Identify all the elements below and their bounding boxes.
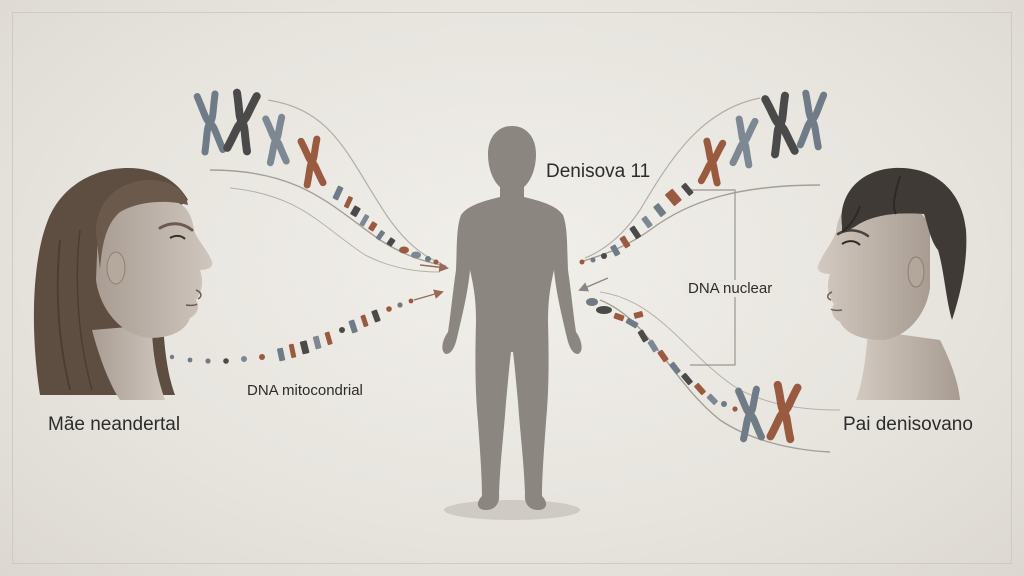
father-gene-blocks-lower (586, 298, 738, 412)
mother-chromosomes (193, 88, 327, 189)
nuclear-bracket (690, 189, 736, 366)
mito-gene-blocks (277, 298, 414, 362)
chromosome-icon (297, 135, 327, 189)
mother-nuclear-flow (209, 99, 449, 273)
mother-gene-blocks (332, 185, 439, 265)
father-gene-blocks-upper (579, 182, 694, 265)
father-label: Pai denisovano (843, 414, 973, 435)
father-chromosomes (697, 89, 828, 444)
chromosome-icon (735, 385, 765, 443)
mito-dots (169, 354, 265, 364)
chromosome-icon (729, 115, 759, 169)
child-silhouette (442, 126, 582, 510)
father-nuclear-flow (578, 97, 841, 453)
child-shadow (444, 500, 580, 520)
chromosome-icon (796, 89, 828, 151)
chromosome-icon (766, 380, 802, 444)
child-figure (442, 126, 582, 520)
nuclear-dna-label: DNA nuclear (684, 280, 777, 297)
chromosome-icon (761, 91, 799, 159)
chromosome-icon (223, 88, 261, 156)
mito-dna-label: DNA mitocondrial (247, 382, 363, 399)
child-label: Denisova 11 (546, 161, 651, 182)
mother-label: Mãe neandertal (48, 414, 181, 435)
chromosome-icon (193, 90, 227, 156)
father-portrait (817, 167, 967, 400)
mother-portrait (33, 168, 213, 400)
chromosome-icon (697, 137, 727, 187)
chromosome-icon (262, 113, 290, 167)
mito-dna-flow (169, 289, 444, 364)
